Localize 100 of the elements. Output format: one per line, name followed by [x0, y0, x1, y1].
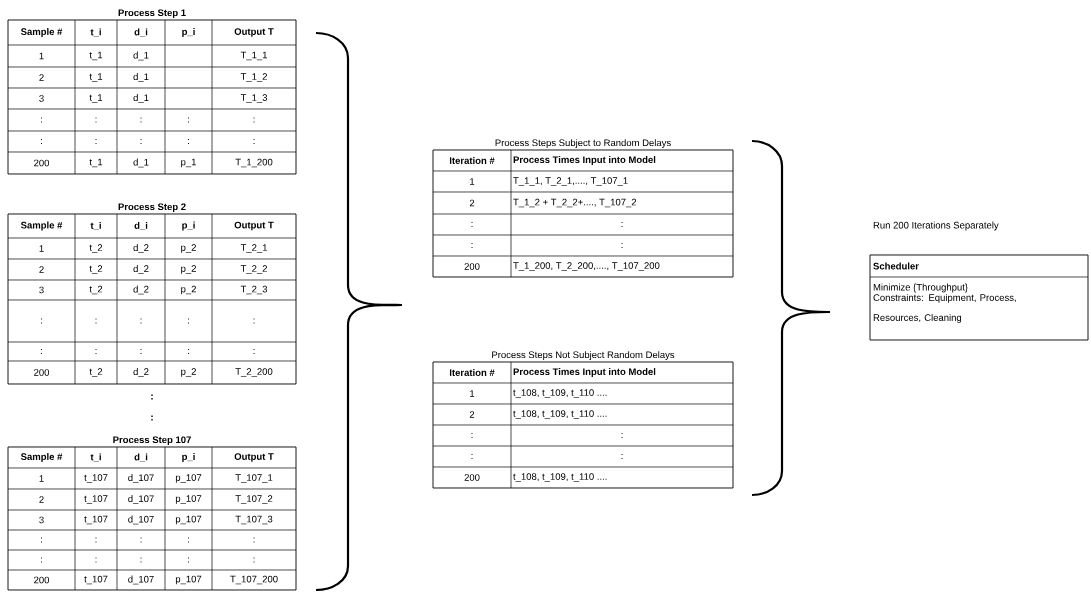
table-cell: t_107: [84, 575, 108, 585]
table-cell: 2: [39, 266, 44, 273]
table-cell: 2: [39, 74, 44, 81]
column-header: Output T: [234, 453, 274, 462]
table-cell: :: [140, 557, 142, 563]
table-cell: d_107: [128, 474, 154, 483]
table-title: Process Step 107: [113, 436, 191, 445]
table-cell: 3: [39, 286, 44, 294]
table-cell: :: [41, 139, 42, 144]
table-cell: d_1: [133, 158, 149, 168]
table-cell: :: [188, 117, 189, 123]
table-title: Process Step 1: [118, 9, 186, 18]
table-cell: t_1: [89, 51, 103, 61]
table-cell: :: [140, 537, 142, 543]
box-heading: Scheduler: [873, 262, 919, 270]
table-cell: :: [253, 318, 255, 324]
table-cell: :: [95, 318, 97, 324]
table-cell: T_107_2: [235, 495, 273, 504]
table-cell: :: [188, 349, 189, 354]
table-title: Process Step 2: [118, 203, 186, 212]
table-cell: t_107: [84, 495, 108, 504]
table-cell: d_107: [128, 575, 154, 585]
column-header: d_i: [134, 221, 148, 230]
box-text: Constraints: Equipment, Process, Resources, Cleaning: [873, 294, 1016, 323]
table-cell: T_2_2: [240, 265, 267, 274]
column-header: Output T: [234, 28, 274, 37]
column-header: Iteration #: [449, 157, 495, 164]
table-cell: d_2: [133, 368, 149, 377]
table-cell: :: [140, 318, 142, 324]
table-cell: t_2: [89, 285, 103, 295]
table-cell: p_107: [175, 474, 202, 483]
table-cell: t_108, t_109, t_110 ....: [513, 473, 607, 482]
table-cell: d_1: [133, 51, 149, 61]
table-cell: T_107_3: [235, 515, 273, 525]
table-cell: :: [140, 349, 142, 354]
table-cell: d_1: [133, 73, 149, 82]
box-text: Minimize {Throughput}: [873, 283, 968, 293]
column-header: Sample #: [20, 221, 63, 231]
table-cell: t_107: [84, 474, 108, 483]
column-header: Iteration #: [449, 369, 495, 376]
table-cell: :: [471, 222, 473, 227]
column-header: p_i: [182, 221, 195, 231]
ellipsis-dots: :: [151, 415, 153, 421]
column-header: Process Times Input into Model: [513, 156, 656, 165]
table-cell: t_108, t_109, t_110 ....: [513, 410, 607, 419]
table-title: Process Steps Not Subject Random Delays: [492, 351, 675, 360]
table-cell: T_107_200: [230, 575, 278, 585]
table-cell: 2: [469, 199, 475, 207]
table-cell: :: [95, 117, 97, 123]
table-cell: p_107: [175, 495, 202, 504]
table-cell: :: [471, 454, 473, 459]
column-header: p_i: [182, 28, 195, 37]
table-cell: d_107: [128, 495, 154, 504]
column-header: t_i: [90, 453, 101, 462]
table-cell: t_2: [89, 368, 103, 377]
table-cell: :: [253, 557, 255, 563]
table-cell: :: [41, 537, 42, 543]
table-cell: T_2_1: [240, 244, 267, 253]
column-header: t_i: [90, 221, 101, 230]
table-cell: 3: [39, 516, 44, 524]
table-cell: T_1_200, T_2_200,...., T_107_200: [513, 262, 660, 271]
table-cell: p_2: [181, 285, 196, 295]
table-cell: 200: [464, 474, 480, 481]
table-cell: T_1_1: [240, 51, 267, 61]
table-cell: :: [253, 349, 255, 354]
table-cell: 200: [34, 159, 50, 167]
table-cell: :: [95, 349, 97, 354]
table-cell: :: [621, 222, 623, 227]
table-cell: d_2: [133, 244, 149, 253]
column-header: Process Times Input into Model: [513, 368, 656, 377]
column-header: d_i: [134, 453, 148, 462]
column-header: d_i: [134, 28, 148, 37]
table-title: Process Steps Subject to Random Delays: [495, 139, 671, 148]
table-cell: T_1_2 + T_2_2+...., T_107_2: [513, 198, 637, 208]
table-cell: :: [41, 557, 42, 563]
table-cell: p_2: [181, 265, 196, 274]
table-cell: :: [188, 537, 189, 543]
table-cell: 200: [34, 369, 50, 376]
table-cell: t_2: [89, 265, 103, 274]
table-cell: p_2: [181, 244, 196, 253]
table-cell: :: [253, 117, 255, 123]
table-cell: 200: [34, 576, 50, 584]
table-cell: 1: [470, 390, 475, 397]
table-cell: p_2: [181, 368, 196, 377]
table-cell: :: [253, 537, 255, 543]
table-cell: p_107: [175, 575, 202, 585]
table-cell: :: [188, 557, 189, 563]
table-cell: T_1_2: [240, 73, 267, 82]
table-cell: 1: [39, 475, 44, 482]
table-cell: p_1: [181, 158, 196, 168]
table-cell: T_2_200: [235, 368, 273, 377]
table-cell: :: [95, 537, 97, 543]
table-cell: 1: [470, 178, 475, 185]
table-cell: :: [140, 139, 142, 144]
table-cell: d_2: [133, 265, 149, 274]
table-cell: T_2_3: [240, 285, 268, 295]
table-cell: t_1: [89, 94, 103, 103]
table-cell: T_1_200: [235, 158, 273, 168]
table-cell: :: [188, 139, 189, 144]
column-header: p_i: [182, 453, 195, 462]
